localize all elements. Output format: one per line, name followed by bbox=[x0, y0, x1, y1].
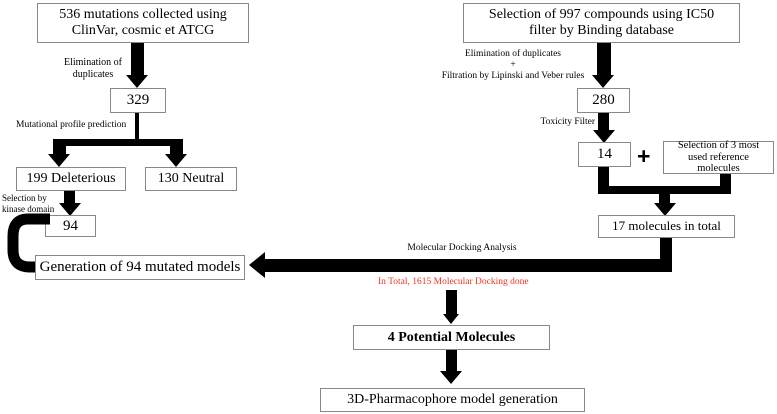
arrow-shaft-mutations-to-329 bbox=[131, 43, 144, 76]
box-17-molecules-total: 17 molecules in total bbox=[598, 215, 735, 238]
arrow-shaft-to-deleterious bbox=[53, 139, 66, 158]
arrow-branch-horizontal-329 bbox=[53, 139, 183, 146]
arrowhead-docking-to-generation bbox=[249, 252, 265, 278]
arrowhead-mutations-to-329 bbox=[126, 75, 148, 88]
arrow-shaft-280-to-14 bbox=[598, 113, 609, 132]
arrow-shaft-to-neutral bbox=[170, 139, 183, 158]
box-199-deleterious: 199 Deleterious bbox=[16, 167, 126, 191]
box-4-potential-molecules: 4 Potential Molecules bbox=[353, 325, 550, 350]
arrowhead-to-neutral bbox=[165, 154, 187, 167]
arrow-shaft-compounds-to-280 bbox=[597, 43, 611, 76]
arrowhead-280-to-14 bbox=[593, 130, 615, 143]
label-elimination-duplicates: Elimination of duplicates bbox=[63, 57, 123, 80]
merge-shaft-from-reference bbox=[720, 174, 731, 191]
box-count-14: 14 bbox=[578, 142, 631, 167]
arrowhead-merge-to-17 bbox=[654, 203, 676, 216]
box-mutations-source: 536 mutations collected using ClinVar, c… bbox=[37, 3, 249, 43]
box-count-280: 280 bbox=[577, 88, 630, 113]
label-selection-kinase-domain: Selection by kinase domain bbox=[2, 193, 55, 214]
docking-shaft-horizontal bbox=[265, 259, 672, 272]
arrowhead-to-potential-molecules bbox=[443, 314, 459, 324]
arrow-shaft-deleterious-to-94 bbox=[64, 191, 75, 205]
label-molecular-docking-analysis: Molecular Docking Analysis bbox=[407, 243, 517, 253]
arrow-shaft-merge-to-17 bbox=[659, 190, 670, 205]
docking-shaft-vertical bbox=[660, 238, 672, 265]
box-130-neutral: 130 Neutral bbox=[145, 167, 237, 191]
arrow-shaft-to-potential-molecules bbox=[446, 290, 457, 315]
arrow-shaft-to-pharmacophore bbox=[446, 350, 457, 372]
box-generation-mutated-models: Generation of 94 mutated models bbox=[35, 255, 245, 280]
arrowhead-deleterious-to-94 bbox=[59, 203, 81, 216]
arrowhead-compounds-to-280 bbox=[592, 75, 614, 88]
arrowhead-to-pharmacophore bbox=[440, 371, 462, 384]
plus-sign: + bbox=[637, 143, 651, 169]
merge-shaft-from-14 bbox=[598, 167, 609, 191]
label-mutational-profile-prediction: Mutational profile prediction bbox=[16, 120, 127, 130]
box-3d-pharmacophore: 3D-Pharmacophore model generation bbox=[320, 388, 585, 412]
label-docking-total-red: In Total, 1615 Molecular Docking done bbox=[378, 277, 529, 287]
label-toxicity-filter: Toxicity Filter bbox=[540, 117, 595, 127]
box-count-329: 329 bbox=[110, 88, 166, 113]
box-count-94: 94 bbox=[45, 215, 96, 237]
box-reference-molecules: Selection of 3 most used reference molec… bbox=[663, 140, 774, 174]
arrow-shaft-329-down bbox=[135, 113, 139, 143]
box-compounds-source: Selection of 997 compounds using IC50 fi… bbox=[463, 3, 740, 43]
arrowhead-to-deleterious bbox=[48, 154, 70, 167]
label-elimination-filtration: Elimination of duplicates + Filtration b… bbox=[441, 49, 585, 82]
